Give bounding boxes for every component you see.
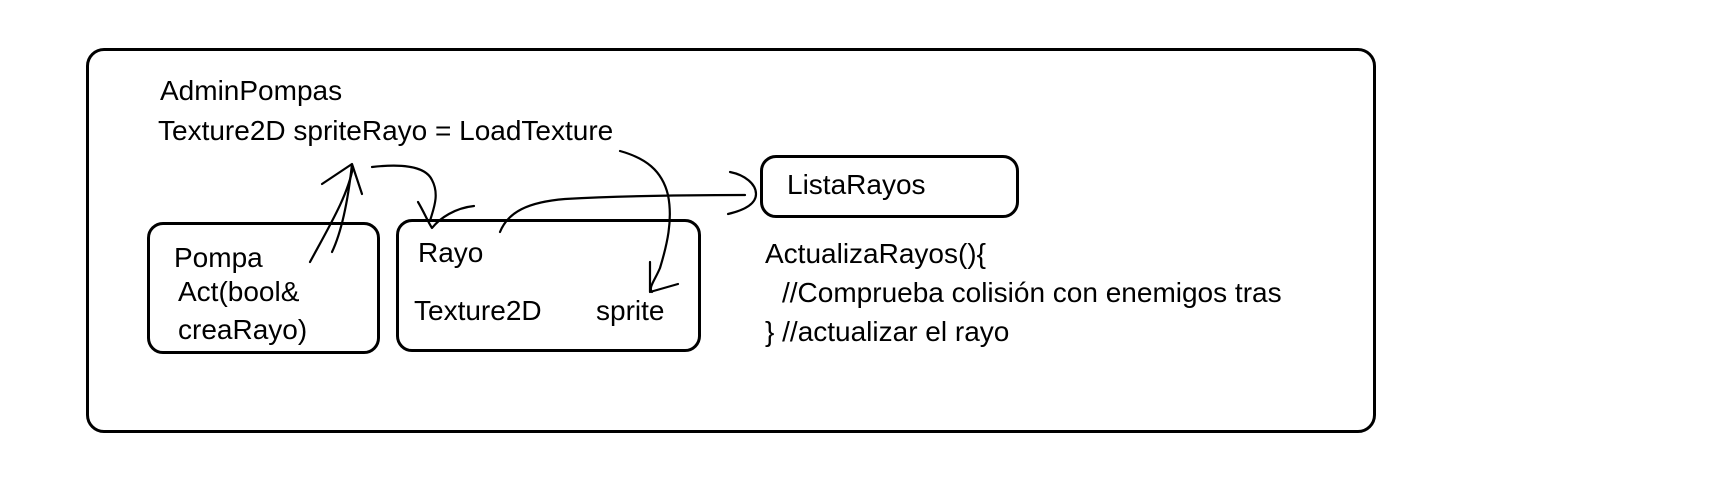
- arrow-pompa-to-texture: [308, 165, 355, 264]
- arrowhead-loadtexture-to-sprite: [648, 260, 680, 294]
- actualiza-rayos-line-3: } //actualizar el rayo: [765, 316, 1010, 347]
- arrowhead-rayo-to-lista: [726, 170, 758, 216]
- actualiza-rayos-line-2: //Comprueba colisión con enemigos tras: [782, 277, 1282, 308]
- admin-pompas-title: AdminPompas: [160, 75, 343, 106]
- rayo-class-box: [396, 219, 701, 352]
- pompa-method-line-1: Act(bool&: [178, 276, 300, 307]
- lista-rayos-name: ListaRayos: [787, 169, 926, 200]
- actualiza-rayos-line-1: ActualizaRayos(){: [765, 238, 986, 269]
- pompa-class-name: Pompa: [174, 242, 263, 273]
- pompa-class-box: [147, 222, 380, 354]
- arrowhead-pompa-to-texture: [320, 162, 364, 254]
- admin-pompas-container: [86, 48, 1376, 433]
- arrow-loadtexture-to-sprite: [618, 149, 671, 294]
- pompa-method-line-2: creaRayo): [178, 314, 308, 345]
- arrowhead-texture-to-rayo: [416, 200, 476, 230]
- rayo-class-name: Rayo: [418, 237, 484, 268]
- lista-rayos-box: [760, 155, 1019, 218]
- sprite-rayo-declaration: Texture2D spriteRayo = LoadTexture: [158, 115, 614, 146]
- rayo-field-type: Texture2D: [414, 295, 542, 326]
- arrow-rayo-to-lista: [498, 193, 747, 234]
- rayo-field-name: sprite: [596, 295, 665, 326]
- arrow-texture-to-rayo: [370, 164, 437, 223]
